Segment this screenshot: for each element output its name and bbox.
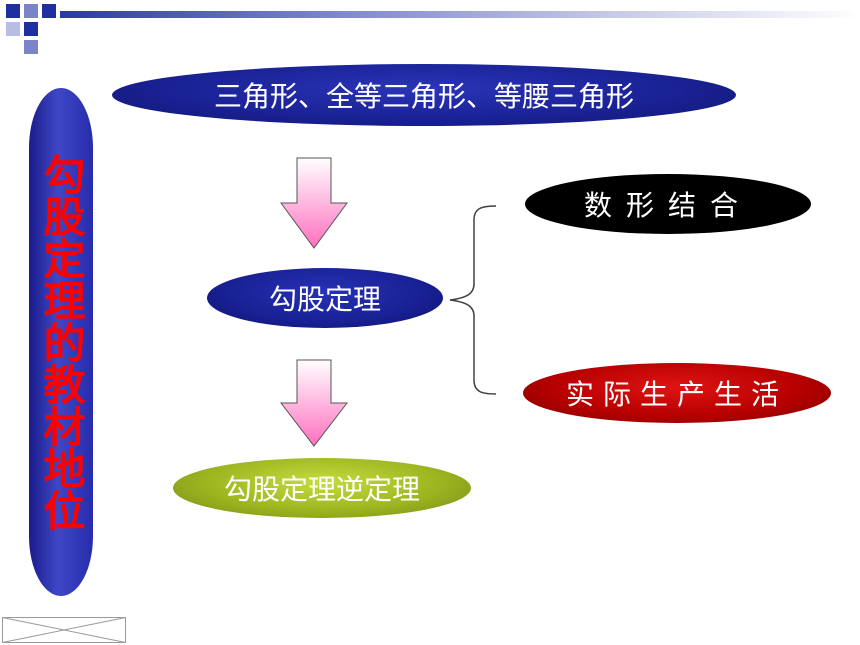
top-decor-bar xyxy=(60,11,860,18)
number-shape-combination-pill: 数形结合 xyxy=(525,174,811,234)
vertical-title: 勾股定理的教材地位 xyxy=(37,153,86,531)
theorem-pill: 勾股定理 xyxy=(207,268,443,328)
placeholder-image-box xyxy=(2,617,126,643)
prerequisite-pill: 三角形、全等三角形、等腰三角形 xyxy=(112,64,736,126)
converse-theorem-pill: 勾股定理逆定理 xyxy=(173,458,471,518)
brace-connector xyxy=(449,205,497,395)
down-arrow-icon xyxy=(280,359,348,447)
decor-square xyxy=(24,22,38,36)
vertical-title-bar: 勾股定理的教材地位 xyxy=(29,88,93,596)
decor-square xyxy=(24,4,38,18)
decor-square xyxy=(6,4,20,18)
decor-square xyxy=(6,22,20,36)
decor-square xyxy=(42,4,56,18)
down-arrow-icon xyxy=(280,157,348,249)
decor-square xyxy=(24,40,38,54)
real-life-application-pill: 实际生产生活 xyxy=(523,363,831,423)
